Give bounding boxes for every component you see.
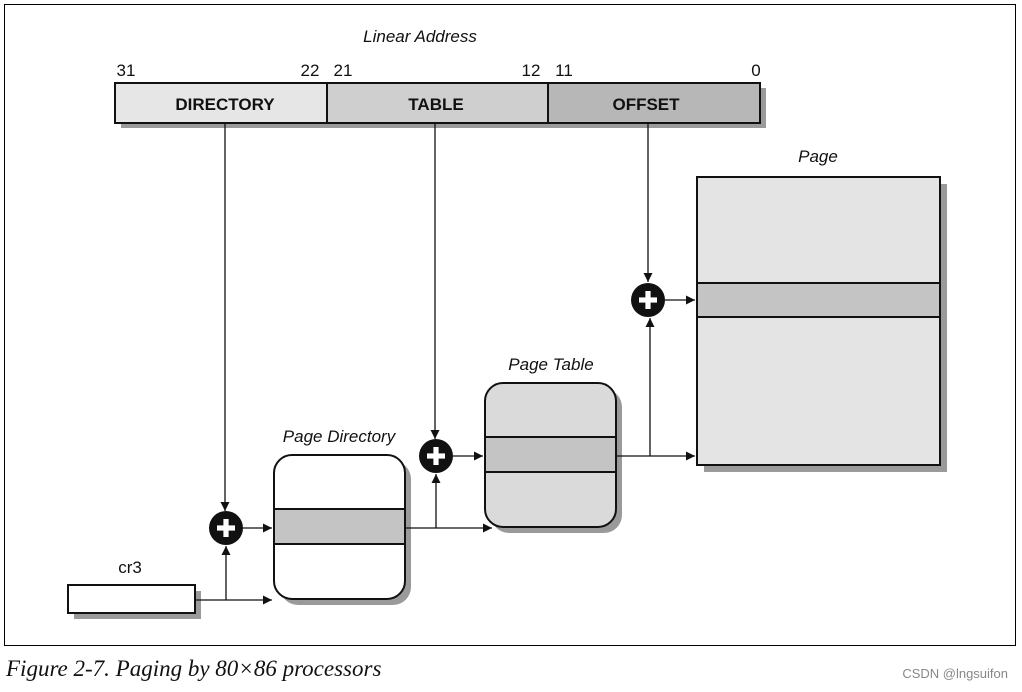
plus-icon <box>419 439 453 473</box>
figure-frame <box>4 4 1016 646</box>
bit-label-0: 0 <box>751 61 760 80</box>
page-directory-label: Page Directory <box>283 427 397 446</box>
cr3-label: cr3 <box>118 558 142 577</box>
figure-caption: Figure 2-7. Paging by 80×86 processors <box>6 656 382 681</box>
page-selected-entry <box>696 282 941 318</box>
cr3-register <box>67 584 196 614</box>
page-table-selected-entry <box>484 436 617 473</box>
linear-address-bar: DIRECTORY TABLE OFFSET <box>114 82 761 124</box>
directory-field <box>114 82 328 124</box>
directory-field-label: DIRECTORY <box>175 95 275 114</box>
bit-label-12: 12 <box>522 61 541 80</box>
table-field-label: TABLE <box>408 95 463 114</box>
bit-label-11: 11 <box>555 61 573 80</box>
plus-icon <box>209 511 243 545</box>
connectors <box>195 123 695 605</box>
offset-field-label: OFFSET <box>612 95 680 114</box>
bit-label-22: 22 <box>301 61 320 80</box>
plus-icon <box>631 283 665 317</box>
page-directory-selected-entry <box>273 508 406 545</box>
bit-label-21: 21 <box>334 61 353 80</box>
watermark: CSDN @lngsuifon <box>902 666 1008 681</box>
page-label: Page <box>798 147 838 166</box>
offset-field <box>547 82 761 124</box>
linear-address-title: Linear Address <box>363 27 477 46</box>
table-field <box>326 82 549 124</box>
page-frame <box>696 176 941 466</box>
page-table-label: Page Table <box>508 355 593 374</box>
bit-label-31: 31 <box>117 61 136 80</box>
